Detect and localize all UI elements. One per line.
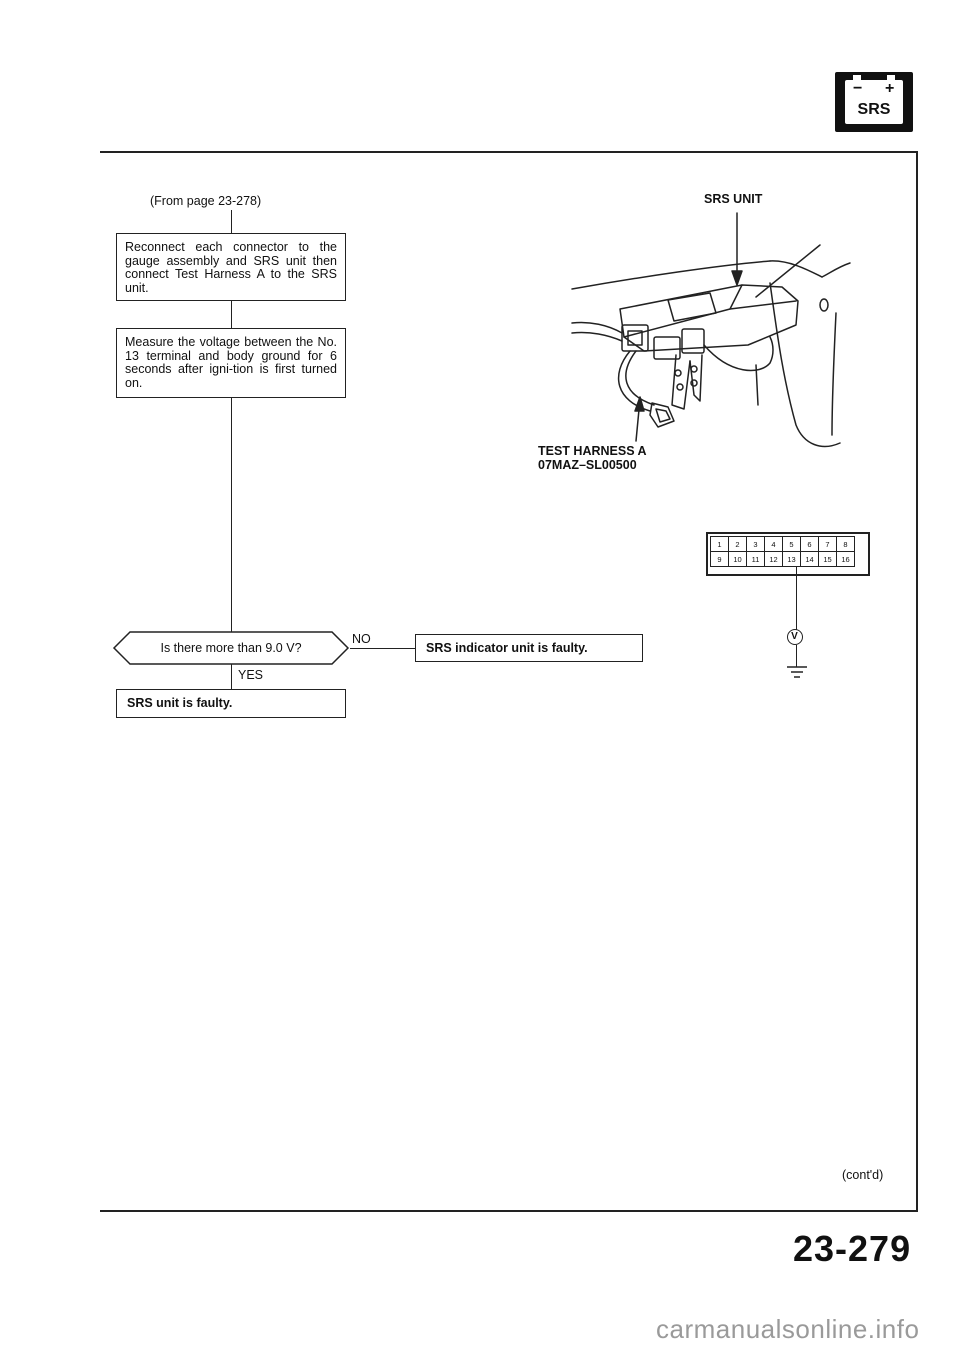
srs-unit-illustration — [571, 212, 851, 448]
pin-cell: 9 — [710, 551, 729, 567]
pin-cell: 13 — [782, 551, 801, 567]
pin-cell: 14 — [800, 551, 819, 567]
decision-text: Is there more than 9.0 V? — [160, 641, 302, 655]
connector-pin-table: 1 2 3 4 5 6 7 8 9 10 11 12 13 14 15 16 — [710, 536, 855, 567]
battery-icon: − + SRS — [845, 75, 903, 124]
pin-cell: 5 — [782, 536, 801, 552]
plus-sign: + — [885, 80, 895, 97]
pin-cell: 1 — [710, 536, 729, 552]
yes-result-text: SRS unit is faulty. — [127, 696, 233, 710]
probe-wire — [796, 566, 797, 630]
right-border — [916, 151, 918, 1211]
pin-cell: 7 — [818, 536, 837, 552]
ground-icon — [787, 666, 807, 678]
voltmeter-icon: V — [787, 629, 803, 645]
decision-shape — [112, 631, 350, 665]
pin-cell: 4 — [764, 536, 783, 552]
continued-label: (cont'd) — [842, 1168, 884, 1182]
no-result-text: SRS indicator unit is faulty. — [426, 641, 588, 655]
pin-cell: 12 — [764, 551, 783, 567]
top-rule — [100, 151, 918, 153]
from-page-label: (From page 23-278) — [150, 194, 262, 208]
no-label: NO — [352, 632, 371, 646]
minus-sign: − — [853, 80, 863, 97]
step-measure-text: Measure the voltage between the No. 13 t… — [125, 335, 337, 390]
pin-cell: 16 — [836, 551, 855, 567]
pin-cell: 2 — [728, 536, 747, 552]
bottom-rule — [100, 1210, 918, 1212]
harness-label-line2: 07MAZ–SL00500 — [538, 458, 637, 472]
srs-badge-label: SRS — [857, 101, 891, 118]
srs-badge: − + SRS — [835, 72, 913, 132]
yes-label: YES — [238, 668, 264, 682]
pin-cell: 11 — [746, 551, 765, 567]
pin-cell: 6 — [800, 536, 819, 552]
yes-result-box: SRS unit is faulty. — [116, 689, 346, 718]
srs-unit-label: SRS UNIT — [704, 192, 763, 206]
pin-cell: 15 — [818, 551, 837, 567]
page-number: 23-279 — [793, 1228, 912, 1269]
connector-outline — [706, 532, 870, 576]
pin-cell: 10 — [728, 551, 747, 567]
step-reconnect-box: Reconnect each connector to the gauge as… — [116, 233, 346, 301]
pin-row-1: 1 2 3 4 5 6 7 8 — [710, 536, 855, 552]
step-reconnect-text: Reconnect each connector to the gauge as… — [125, 240, 337, 295]
pin-cell: 3 — [746, 536, 765, 552]
watermark: carmanualsonline.info — [656, 1314, 920, 1344]
harness-label-line1: TEST HARNESS A — [538, 444, 647, 458]
pin-row-2: 9 10 11 12 13 14 15 16 — [710, 551, 855, 567]
no-result-box: SRS indicator unit is faulty. — [415, 634, 643, 662]
pin-cell: 8 — [836, 536, 855, 552]
voltmeter-symbol: V — [791, 631, 798, 642]
step-measure-box: Measure the voltage between the No. 13 t… — [116, 328, 346, 398]
